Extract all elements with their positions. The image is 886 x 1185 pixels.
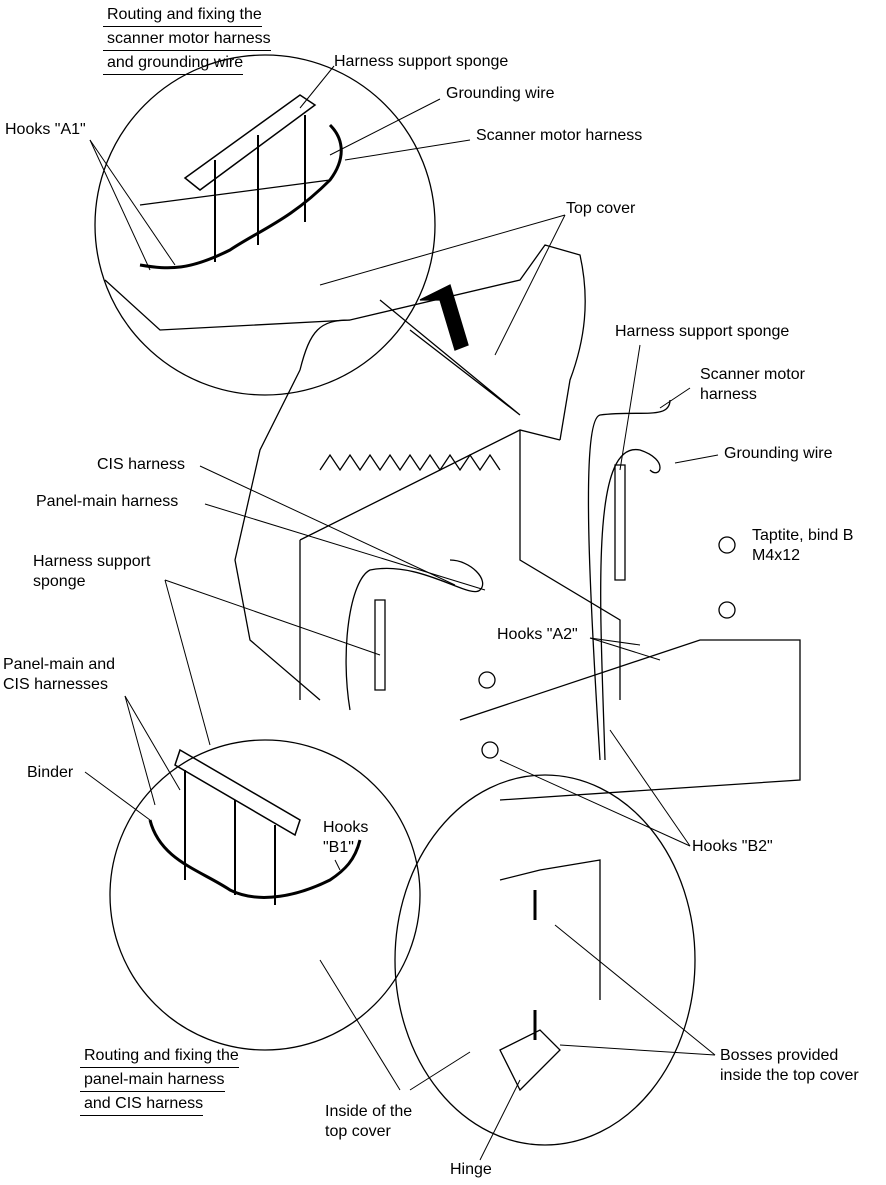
label-cis-harness: CIS harness — [97, 456, 186, 473]
label-hooks-a2: Hooks "A2" — [497, 626, 578, 643]
arrow — [214, 115, 306, 262]
harness-wire-bottom — [148, 819, 362, 899]
label-hooks-b1-1: Hooks — [323, 819, 369, 836]
arrow — [184, 770, 276, 905]
cover-shape-top — [104, 179, 351, 331]
label-hooks-a1: Hooks "A1" — [5, 121, 86, 138]
detail-circle-top — [94, 54, 436, 396]
label-hinge: Hinge — [450, 1161, 492, 1178]
label-scanner-harness-right-1: Scanner motor — [700, 366, 805, 383]
label-bosses-1: Bosses provided — [720, 1047, 839, 1064]
screw-bottom — [718, 601, 736, 619]
title-bottom-line-2: panel-main harness — [80, 1070, 225, 1092]
sponge-bar-top — [183, 94, 317, 191]
label-bosses-2: inside the top cover — [720, 1067, 859, 1084]
title-bottom-line-1: Routing and fixing the — [80, 1046, 239, 1068]
label-scanner-harness-top: Scanner motor harness — [476, 127, 643, 144]
leader-lines — [84, 65, 719, 1161]
detail-circle-hinge — [394, 774, 696, 1146]
main-frame — [299, 429, 801, 801]
label-scanner-harness-right-2: harness — [700, 386, 757, 403]
title-top-line-1: Routing and fixing the — [103, 5, 262, 27]
harness-wire-top — [139, 123, 343, 270]
label-grounding-wire-right: Grounding wire — [724, 445, 833, 462]
detail-circle-bottom — [109, 739, 421, 1051]
cis-panel-wires — [345, 559, 484, 711]
label-panel-main-harness: Panel-main harness — [36, 493, 179, 510]
title-bottom-line-3: and CIS harness — [80, 1094, 204, 1116]
label-grounding-wire-top: Grounding wire — [446, 85, 555, 102]
screw-front — [481, 741, 499, 759]
sponge-bar-bottom — [174, 748, 301, 837]
title-top-line-3: and grounding wire — [103, 53, 244, 75]
label-panel-cis-1: Panel-main and — [3, 656, 116, 673]
title-top-line-2: scanner motor harness — [103, 29, 271, 51]
label-taptite-1: Taptite, bind B — [752, 527, 854, 544]
cover-arrow — [419, 284, 469, 351]
screw-top — [718, 536, 736, 554]
screw-left — [478, 671, 496, 689]
label-hooks-b1-2: "B1" — [323, 839, 354, 856]
label-harness-sponge-left-1: Harness support — [33, 553, 151, 570]
label-binder: Binder — [27, 764, 74, 781]
label-harness-sponge-right: Harness support sponge — [615, 323, 790, 340]
top-cover — [234, 244, 586, 701]
serrations — [319, 453, 501, 472]
label-inside-cover-2: top cover — [325, 1123, 391, 1140]
label-inside-cover-1: Inside of the — [325, 1103, 413, 1120]
label-harness-sponge-left-2: sponge — [33, 573, 86, 590]
label-harness-sponge-top: Harness support sponge — [334, 53, 509, 70]
label-hooks-b2: Hooks "B2" — [692, 838, 773, 855]
label-top-cover: Top cover — [566, 200, 636, 217]
sponge-right — [614, 464, 626, 581]
label-taptite-2: M4x12 — [752, 547, 801, 564]
circle-pointer-top — [379, 299, 521, 416]
label-panel-cis-2: CIS harnesses — [3, 676, 108, 693]
wires-right — [587, 399, 671, 761]
hinge-plate — [499, 859, 601, 1092]
sponge-left — [374, 599, 386, 691]
